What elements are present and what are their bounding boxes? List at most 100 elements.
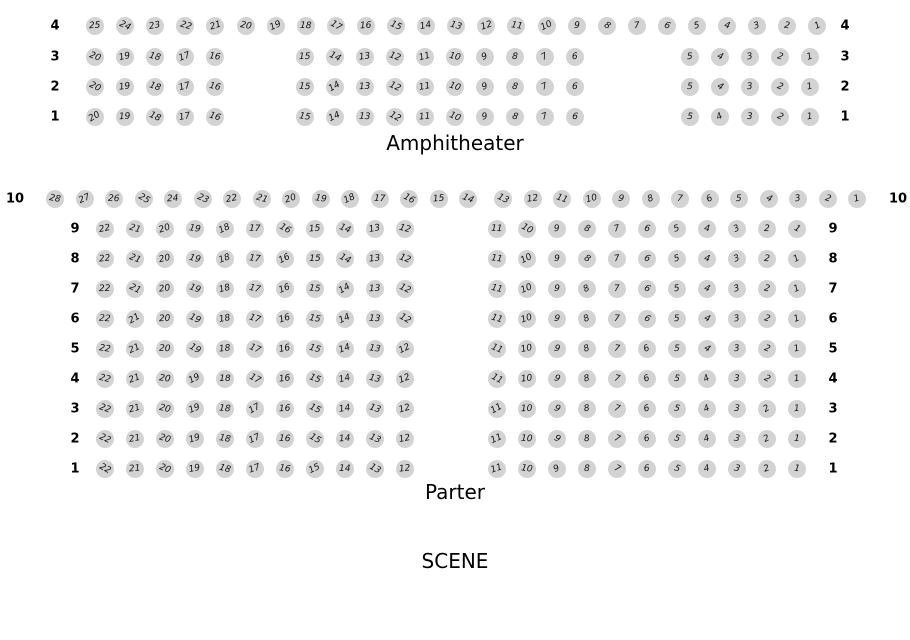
seat[interactable]: 11 [488,370,506,388]
seat[interactable]: 20 [86,48,104,66]
seat[interactable]: 8 [597,17,616,35]
seat[interactable]: 1 [788,340,806,358]
seat[interactable]: 2 [778,17,797,35]
seat[interactable]: 18 [146,78,164,96]
seat[interactable]: 9 [548,250,566,268]
seat[interactable]: 13 [366,280,384,298]
seat[interactable]: 16 [206,48,224,66]
seat[interactable]: 6 [638,340,656,358]
seat[interactable]: 9 [612,190,630,208]
seat[interactable]: 12 [396,400,414,418]
seat[interactable]: 22 [96,430,114,448]
seat[interactable]: 5 [668,310,686,328]
seat[interactable]: 14 [326,78,344,96]
seat[interactable]: 22 [96,280,114,298]
seat[interactable]: 4 [711,108,729,126]
seat[interactable]: 18 [146,108,164,126]
seat[interactable]: 3 [741,48,759,66]
seat[interactable]: 12 [396,460,414,478]
seat[interactable]: 15 [306,340,324,358]
seat[interactable]: 3 [728,340,746,358]
seat[interactable]: 3 [728,310,746,328]
seat[interactable]: 10 [518,340,536,358]
seat[interactable]: 17 [370,190,389,208]
seat[interactable]: 9 [548,430,566,448]
seat[interactable]: 14 [336,370,354,388]
seat[interactable]: 24 [116,17,135,35]
seat[interactable]: 13 [356,78,374,96]
seat[interactable]: 14 [336,430,354,448]
seat[interactable]: 3 [728,220,746,238]
seat[interactable]: 7 [608,460,626,478]
seat[interactable]: 13 [366,400,384,418]
seat[interactable]: 22 [96,370,114,388]
seat[interactable]: 18 [216,430,234,448]
seat[interactable]: 16 [276,340,294,358]
seat[interactable]: 5 [681,78,699,96]
seat[interactable]: 17 [246,250,264,268]
seat[interactable]: 10 [446,78,464,96]
seat[interactable]: 9 [548,370,566,388]
seat[interactable]: 11 [553,190,571,208]
seat[interactable]: 13 [366,340,384,358]
seat[interactable]: 28 [46,190,64,208]
seat[interactable]: 20 [236,17,255,35]
seat[interactable]: 20 [156,340,174,358]
seat[interactable]: 11 [416,108,434,126]
seat[interactable]: 18 [341,190,359,208]
seat[interactable]: 8 [578,430,596,448]
seat[interactable]: 5 [668,280,686,298]
seat[interactable]: 10 [446,108,464,126]
seat[interactable]: 14 [326,108,344,126]
seat[interactable]: 19 [186,400,204,418]
seat[interactable]: 15 [306,460,324,478]
seat[interactable]: 6 [638,250,656,268]
seat[interactable]: 20 [156,250,174,268]
seat[interactable]: 17 [246,280,264,298]
seat[interactable]: 10 [518,370,536,388]
seat[interactable]: 8 [578,220,596,238]
seat[interactable]: 16 [276,460,294,478]
seat[interactable]: 9 [548,220,566,238]
seat[interactable]: 5 [681,108,699,126]
seat[interactable]: 19 [116,48,134,66]
seat[interactable]: 3 [741,108,759,126]
seat[interactable]: 11 [488,310,506,328]
seat[interactable]: 2 [758,220,776,238]
seat[interactable]: 16 [276,250,294,268]
seat[interactable]: 10 [518,280,536,298]
seat[interactable]: 6 [566,78,584,96]
seat[interactable]: 12 [396,340,414,358]
seat[interactable]: 20 [86,108,104,126]
seat[interactable]: 19 [186,250,204,268]
seat[interactable]: 13 [356,48,374,66]
seat[interactable]: 12 [396,220,414,238]
seat[interactable]: 7 [627,17,646,35]
seat[interactable]: 8 [578,370,596,388]
seat[interactable]: 9 [476,78,494,96]
seat[interactable]: 3 [728,250,746,268]
seat[interactable]: 11 [488,400,506,418]
seat[interactable]: 10 [518,220,536,238]
seat[interactable]: 22 [96,220,114,238]
seat[interactable]: 8 [506,78,524,96]
seat[interactable]: 22 [96,400,114,418]
seat[interactable]: 15 [306,280,324,298]
seat[interactable]: 21 [126,250,144,268]
seat[interactable]: 16 [400,190,418,208]
seat[interactable]: 4 [718,17,737,35]
seat[interactable]: 13 [366,370,384,388]
seat[interactable]: 10 [582,190,601,208]
seat[interactable]: 10 [446,48,464,66]
seat[interactable]: 6 [638,220,656,238]
seat[interactable]: 20 [156,370,174,388]
seat[interactable]: 5 [668,370,686,388]
seat[interactable]: 3 [728,280,746,298]
seat[interactable]: 10 [518,250,536,268]
seat[interactable]: 25 [134,190,153,208]
seat[interactable]: 4 [711,78,729,96]
seat[interactable]: 23 [146,17,165,35]
seat[interactable]: 15 [306,310,324,328]
seat[interactable]: 20 [156,220,174,238]
seat[interactable]: 26 [105,190,123,208]
